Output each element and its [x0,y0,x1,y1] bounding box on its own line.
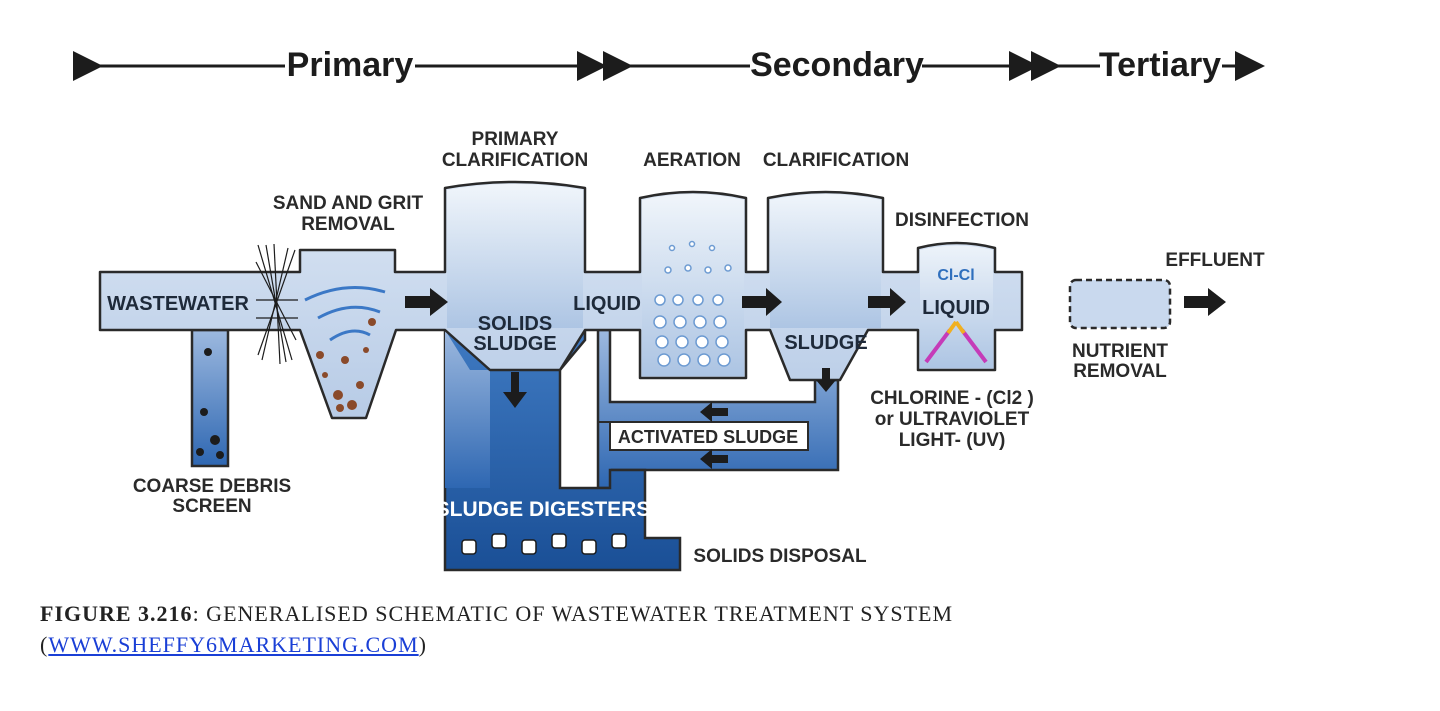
chlorine-label: CHLORINE - (Cl2 ) [870,388,1034,409]
process-line [98,180,1024,468]
bar-screen [255,243,298,365]
flow-arrow-left-icon [700,402,728,422]
primary-clarification-label: PRIMARY [472,129,559,150]
stage-headers: Primary Secondary Tertiary [73,46,1265,84]
effluent-label: EFFLUENT [1165,250,1265,271]
flow-arrow-left-icon [700,449,728,469]
sand-grit-label: SAND AND GRIT [273,193,424,214]
flow-arrow-down-icon [503,372,527,408]
stage-primary-label: Primary [287,46,414,84]
sludge-label: SLUDGE [473,333,556,355]
stage-tertiary-label: Tertiary [1099,46,1221,84]
stage-secondary-label: Secondary [750,46,924,84]
flow-arrow-icon [742,288,782,316]
caption-paren: ) [418,632,427,657]
solids-label: SOLIDS [478,313,552,335]
diagram-labels: PRIMARY CLARIFICATION AERATION CLARIFICA… [107,129,1265,567]
wastewater-label: WASTEWATER [107,293,249,315]
coarse-debris-label: COARSE DEBRIS [133,476,291,497]
flow-arrows [405,288,1226,469]
caption-paren: ( [40,632,49,657]
chlorine-label: or ULTRAVIOLET [875,409,1030,430]
flow-arrow-icon [868,288,906,316]
nutrient-removal-label: REMOVAL [1073,361,1167,382]
flow-arrow-down-icon [816,368,836,392]
sludge-digesters-label: SLUDGE DIGESTERS [436,498,651,521]
chlorine-formula-label: Cl-Cl [937,267,974,284]
grit-particles [316,318,376,412]
digester-tanks [461,533,627,555]
uv-rays-icon [924,320,988,364]
sand-grit-label: REMOVAL [301,214,395,235]
primary-clarification-label: CLARIFICATION [442,150,588,171]
liquid-label: LIQUID [573,293,641,315]
figure-caption: FIGURE 3.216: GENERALISED SCHEMATIC OF W… [40,598,1040,660]
chlorine-label: LIGHT- (UV) [899,430,1006,451]
coarse-debris-label: SCREEN [172,496,251,517]
nutrient-removal-label: NUTRIENT [1072,341,1168,362]
disinfection-label: DISINFECTION [895,210,1029,231]
clarification-label: CLARIFICATION [763,150,909,171]
activated-sludge-label: ACTIVATED SLUDGE [618,427,798,447]
flow-arrow-icon [1184,288,1226,316]
source-link[interactable]: WWW.SHEFFY6MARKETING.COM [48,632,419,657]
liquid-label-2: LIQUID [922,297,990,319]
clarifier-sludge-label: SLUDGE [784,332,867,354]
grit-swirl [304,286,386,342]
flow-arrow-icon [405,288,448,316]
figure-number: FIGURE 3.216 [40,601,193,626]
figure-title: : GENERALISED SCHEMATIC OF WASTEWATER TR… [192,601,954,626]
aeration-label: AERATION [643,150,741,171]
nutrient-removal-box [1068,278,1172,330]
aeration-bubbles [653,240,732,367]
solids-disposal-label: SOLIDS DISPOSAL [693,546,867,567]
